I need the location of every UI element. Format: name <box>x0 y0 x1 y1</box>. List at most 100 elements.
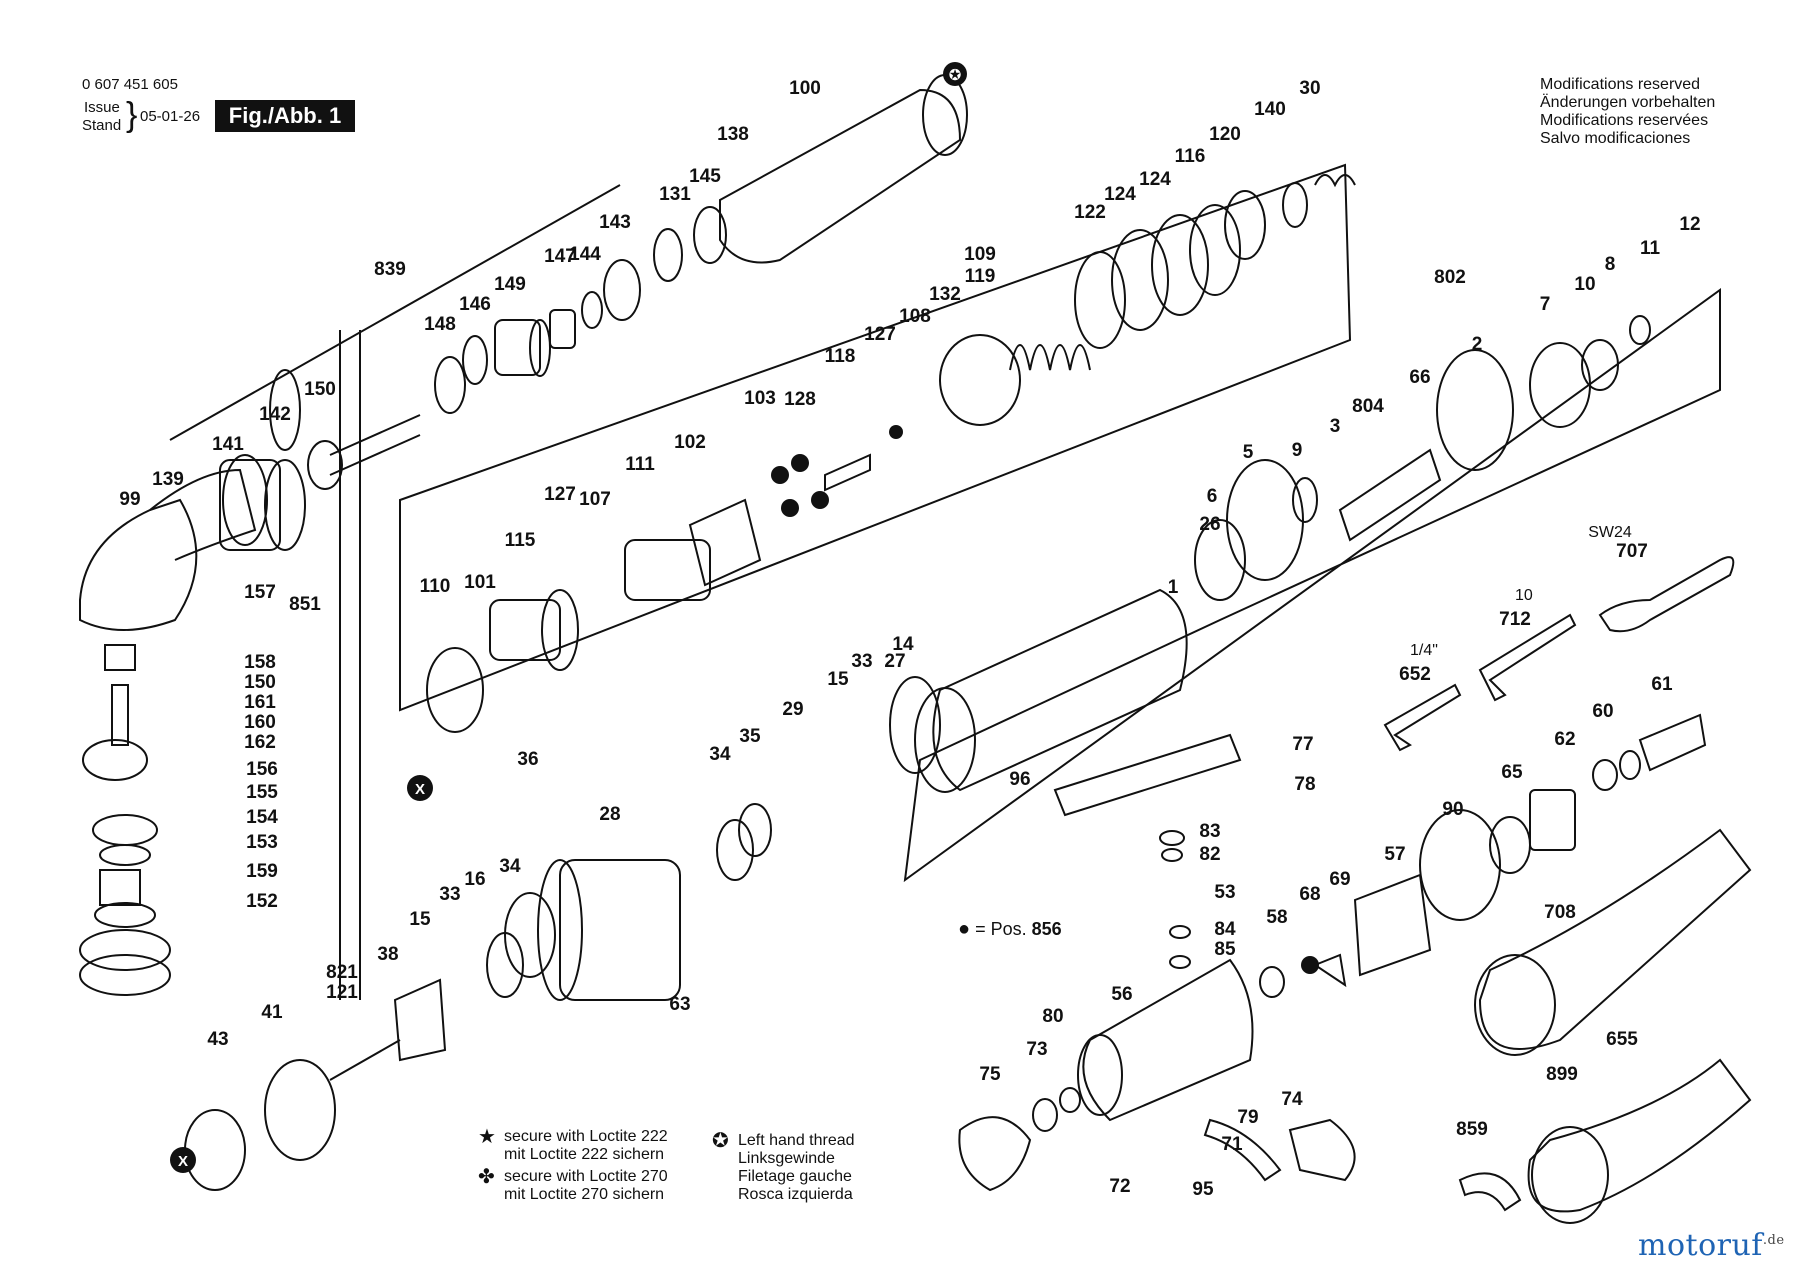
part-callout: 707 <box>1616 541 1648 562</box>
part-callout: 15 <box>827 669 849 690</box>
issue-date: 05-01-26 <box>140 108 201 125</box>
stand-label: Stand <box>82 117 122 134</box>
part-callout: 71 <box>1221 1134 1243 1155</box>
part-callout: 107 <box>579 489 611 510</box>
part-callout: 103 <box>744 388 776 409</box>
part-callout: 83 <box>1199 821 1220 842</box>
frame-upper-right-rotor <box>399 163 1352 712</box>
part-callout: 60 <box>1592 701 1613 722</box>
part-callout: 160 <box>244 712 276 733</box>
part-callout: 109 <box>964 244 996 265</box>
part-callout: 108 <box>899 306 931 327</box>
part-callout: 3 <box>1330 416 1341 437</box>
part-callout: 128 <box>784 389 816 410</box>
part-callout: 66 <box>1409 367 1430 388</box>
part-callout: 141 <box>212 434 244 455</box>
part-callout: 127 <box>864 324 896 345</box>
svg-text:X: X <box>415 781 425 798</box>
part-callout: 804 <box>1352 396 1384 417</box>
part-callout: 56 <box>1111 984 1132 1005</box>
part-callout: 6 <box>1207 486 1218 507</box>
part-callout: 118 <box>825 346 856 367</box>
figure-badge: Fig./Abb. 1 <box>215 100 355 132</box>
part-callout: 82 <box>1199 844 1220 865</box>
part-callout: 9 <box>1292 440 1303 461</box>
legend-loctite-222: ★ secure with Loctite 222 mit Loctite 22… <box>478 1126 668 1164</box>
part-callout: 11 <box>1640 238 1661 259</box>
part-callout: 157 <box>244 582 276 603</box>
part-callout: 146 <box>459 294 491 315</box>
part-callout: 68 <box>1299 884 1320 905</box>
part-callout: 148 <box>424 314 456 335</box>
brand-name: motoruf <box>1638 1228 1763 1263</box>
part-callout: 80 <box>1042 1006 1063 1027</box>
part-callout: 802 <box>1434 267 1466 288</box>
part-callout: 77 <box>1292 734 1313 755</box>
part-callout: 29 <box>782 699 803 720</box>
dot-icon: ● <box>958 918 971 940</box>
svg-text:X: X <box>178 1153 188 1170</box>
legend-dot-ref: ● = Pos. 856 <box>958 918 1062 940</box>
part-callout: 79 <box>1237 1107 1258 1128</box>
legend-text: mit Loctite 270 sichern <box>504 1186 665 1203</box>
part-callout: 821 <box>326 962 358 983</box>
part-callout: 15 <box>409 909 431 930</box>
part-callout: 162 <box>244 732 276 753</box>
part-callout: 143 <box>599 212 631 233</box>
part-callout: 150 <box>244 672 276 693</box>
part-callout: 140 <box>1254 99 1286 120</box>
part-callout: 1 <box>1168 577 1179 598</box>
star-icon: ★ <box>478 1126 496 1148</box>
legend-text: Rosca izquierda <box>738 1186 853 1203</box>
part-callout: 115 <box>505 530 536 551</box>
modifications-line: Modifications reserved <box>1540 76 1701 93</box>
part-callout: 63 <box>669 994 690 1015</box>
part-callout: 152 <box>246 891 278 912</box>
legend-text: mit Loctite 222 sichern <box>504 1146 665 1163</box>
part-callout: 155 <box>246 782 278 803</box>
part-callout: 859 <box>1456 1119 1488 1140</box>
legend-text: secure with Loctite 222 <box>504 1128 668 1145</box>
valve-housing-56 <box>1082 958 1254 1122</box>
legend-left-hand-thread: ✪ Left hand thread Linksgewinde Filetage… <box>712 1131 855 1204</box>
hose-655 <box>1478 828 1752 1050</box>
modifications-line: Modifications reservées <box>1540 112 1709 129</box>
part-callout: 132 <box>929 284 961 305</box>
cylinder-1 <box>932 588 1188 792</box>
part-callout: 5 <box>1243 442 1254 463</box>
part-callout: 158 <box>244 652 276 673</box>
part-callout: 58 <box>1266 907 1287 928</box>
part-callout: 110 <box>420 576 451 597</box>
part-callout: 38 <box>377 944 398 965</box>
part-callout: 119 <box>965 266 996 287</box>
part-callout: 61 <box>1651 674 1673 695</box>
modifications-line: Salvo modificaciones <box>1540 130 1691 147</box>
angle-head-99 <box>79 498 198 631</box>
part-callout: 14 <box>892 634 914 655</box>
part-callout: 27 <box>884 651 905 672</box>
part-callout: 65 <box>1501 762 1523 783</box>
housing-100 <box>719 88 962 264</box>
part-callout: 69 <box>1329 869 1350 890</box>
part-callout: 154 <box>246 807 278 828</box>
part-callout: 33 <box>439 884 460 905</box>
part-callout: 78 <box>1294 774 1315 795</box>
part-callout: 142 <box>259 404 291 425</box>
part-callout: 72 <box>1109 1176 1130 1197</box>
part-callout: 127 <box>544 484 576 505</box>
part-callout: 10 <box>1574 274 1595 295</box>
frame-motor <box>903 288 1721 883</box>
part-callout: 149 <box>494 274 526 295</box>
part-callout: 26 <box>1199 514 1220 535</box>
part-callout: 75 <box>979 1064 1001 1085</box>
part-callout: 53 <box>1214 882 1235 903</box>
legend-text: Linksgewinde <box>738 1150 835 1167</box>
svg-text:✪: ✪ <box>949 67 962 84</box>
legend-loctite-270: ✤ secure with Loctite 270 mit Loctite 27… <box>478 1167 668 1204</box>
part-callout: 153 <box>246 832 278 853</box>
part-callout: 36 <box>517 749 538 770</box>
part-callout: 124 <box>1104 184 1136 205</box>
part-callout: 35 <box>739 726 761 747</box>
